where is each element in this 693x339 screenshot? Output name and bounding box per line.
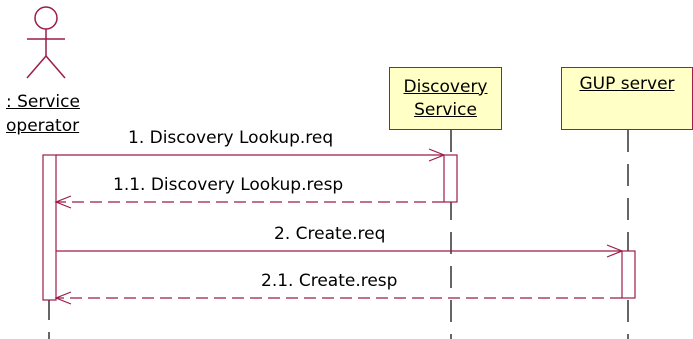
activation-bar-service-operator [42,154,57,301]
message-2-1-label: 2.1. Create.resp [261,271,398,291]
object-discovery-service-label-line1: Discovery [403,76,488,97]
activation-bar-gup-server [621,250,636,299]
actor-name-line1: : Service [6,92,80,112]
message-1-1-arrowhead [54,195,72,209]
object-discovery-service: Discovery Service [389,67,502,130]
message-1-label: 1. Discovery Lookup.req [128,128,334,148]
object-discovery-service-label-line2: Service [414,99,477,120]
object-gup-server: GUP server [561,67,693,130]
message-1-arrowhead [428,148,446,162]
actor-name-line2: operator [6,116,80,136]
message-2-label: 2. Create.req [274,224,386,244]
message-2-1-arrowhead [54,291,72,305]
message-2-arrowhead [606,244,624,258]
message-1-1-label: 1.1. Discovery Lookup.resp [113,175,344,195]
actor-stick-figure-icon [26,6,66,79]
activation-bar-discovery-service [443,154,458,203]
object-gup-server-label: GUP server [579,74,675,94]
